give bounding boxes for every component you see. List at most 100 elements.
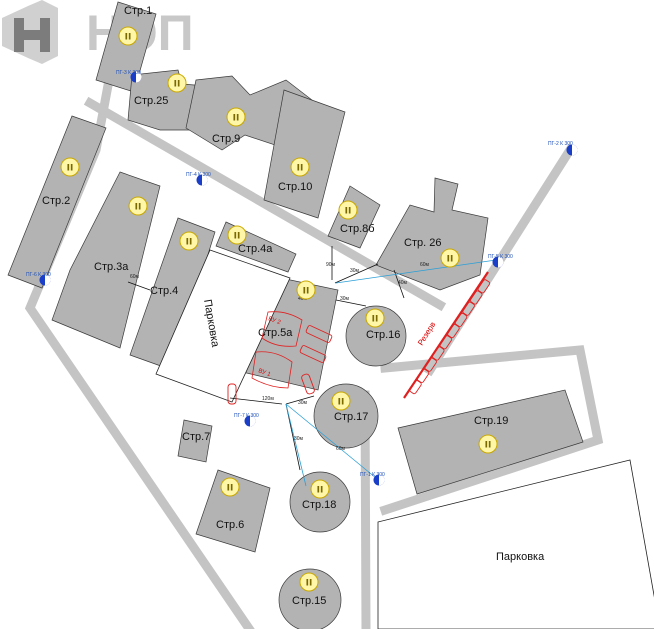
category-badge: II: [290, 157, 310, 177]
hydrant-label: ПГ-3 К 300: [116, 70, 141, 76]
distance-label-10: 60м: [336, 446, 346, 452]
building-str2: [7, 115, 107, 289]
distance-label-3: 30м: [350, 268, 360, 274]
building-str6: [195, 469, 271, 553]
category-badge: II: [296, 280, 316, 300]
distance-arrow-5a-16: [335, 299, 367, 307]
distance-label-1: 60м: [130, 274, 140, 280]
category-badge: II: [220, 477, 240, 497]
reserve-truck-icon: [409, 380, 422, 395]
distance-label-9: 30м: [294, 436, 304, 442]
reserve-truck-icon: [447, 324, 460, 339]
vu-zones: ВУ 2 ВУ 1: [227, 311, 333, 405]
category-badge: II: [128, 196, 148, 216]
building-str17: [313, 383, 379, 449]
label-str10: Стр.10: [278, 181, 312, 193]
label-str3a: Стр.3а: [94, 261, 129, 273]
hose-lines: [285, 259, 497, 487]
logo-h-mark: [14, 18, 50, 52]
category-badge: II: [60, 157, 80, 177]
reserve-truck-icon: [439, 335, 453, 350]
vu-zone-2: [261, 311, 303, 347]
svg-text:II: II: [234, 232, 241, 242]
label-str17: Стр.17: [334, 411, 368, 423]
label-str25: Стр.25: [134, 95, 168, 107]
hydrant-label: ПГ-6 К 300: [26, 272, 51, 278]
svg-text:II: II: [345, 207, 352, 217]
label-str4a: Стр.4а: [238, 243, 273, 255]
category-badge: II: [227, 225, 247, 245]
distance-arrow-3a-4: [127, 281, 151, 291]
vu-label-1: ВУ 1: [257, 368, 272, 378]
parking-vertical: [155, 249, 291, 403]
svg-text:II: II: [306, 579, 313, 589]
hose-line-pg5: [335, 259, 497, 284]
hydrant-h2: ПГ-4 К 300: [186, 172, 211, 186]
distance-label-11: 40м: [298, 296, 308, 302]
distance-labels: 60м 90м 30м 40м 30м 60м 120м 30м 30м 60м…: [130, 262, 430, 452]
reserve-label: Резерв: [416, 320, 437, 347]
category-badge: II: [365, 308, 385, 328]
label-str19: Стр.19: [474, 415, 508, 427]
category-badge: II: [167, 73, 187, 93]
fire-truck-icon: [299, 345, 327, 363]
road-loop-19: [379, 345, 604, 516]
svg-text:II: II: [372, 315, 379, 325]
svg-text:II: II: [67, 164, 74, 174]
reserve-truck-icon: [454, 312, 468, 327]
svg-text:II: II: [447, 255, 454, 265]
distance-arrow-5a-17: [285, 395, 315, 405]
category-badge: II: [478, 434, 498, 454]
category-badge: II: [338, 200, 358, 220]
hose-line-pg1: [285, 403, 377, 479]
category-badge: II: [299, 572, 319, 592]
label-str7: Стр.7: [182, 431, 210, 443]
reserve-truck-icon: [462, 301, 475, 316]
vu-label-2: ВУ 2: [267, 316, 282, 326]
category-badge: II: [331, 391, 351, 411]
building-str18: [289, 471, 351, 533]
reserve-truck-icon: [470, 290, 483, 305]
hydrant-label: ПГ-5 К 300: [488, 254, 513, 260]
building-str7: [177, 419, 213, 463]
hydrant-h3: ПГ-5 К 300: [488, 254, 513, 268]
svg-text:II: II: [297, 164, 304, 174]
distance-label-4: 40м: [398, 280, 408, 286]
hose-line-18: [285, 403, 307, 487]
reserve-truck-icon: [432, 346, 445, 361]
svg-text:II: II: [135, 203, 142, 213]
label-str8b: Стр.8б: [340, 223, 375, 235]
hydrant-h4: ПГ-2 К 300: [548, 141, 578, 156]
svg-text:II: II: [186, 238, 193, 248]
hydrant-label: ПГ-2 К 300: [548, 141, 573, 147]
svg-text:II: II: [227, 484, 234, 494]
parking-bottom: [377, 459, 654, 629]
company-logo: НЭП: [2, 0, 194, 64]
category-badge: II: [440, 248, 460, 268]
building-str10: [263, 89, 346, 219]
label-str16: Стр.16: [366, 329, 400, 341]
fire-truck-icon: [305, 325, 333, 343]
fire-truck-icon: [227, 383, 237, 405]
hydrant-label: ПГ-4 К 300: [186, 172, 211, 178]
label-str5a: Стр.5а: [258, 327, 293, 339]
building-labels: Стр.1 Стр.25 Стр.9 Стр.2 Стр.10 Стр.8б С…: [42, 5, 545, 607]
distance-label-5: 30м: [340, 296, 350, 302]
building-str16: [345, 305, 407, 367]
category-badge: II: [310, 479, 330, 499]
svg-text:II: II: [338, 398, 345, 408]
label-str2: Стр.2: [42, 195, 70, 207]
svg-text:II: II: [485, 441, 492, 451]
distance-label-6: 60м: [420, 262, 430, 268]
category-badge: II: [179, 231, 199, 251]
building-str15: [278, 568, 342, 629]
distance-label-8: 30м: [298, 400, 308, 406]
hydrant-label: ПГ-7 К 300: [234, 413, 259, 419]
svg-text:II: II: [317, 486, 324, 496]
distance-label-2: 90м: [326, 262, 336, 268]
hydrant-h6: ПГ-6 К 300: [26, 272, 51, 286]
